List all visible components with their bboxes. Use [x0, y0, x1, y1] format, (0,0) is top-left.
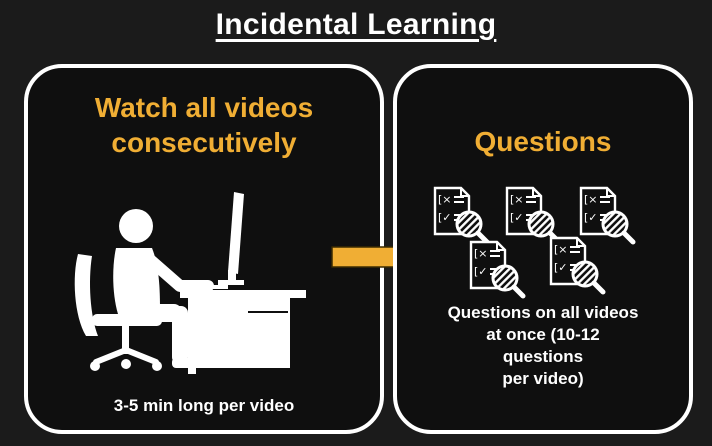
left-panel-caption: 3-5 min long per video [113, 396, 295, 415]
right-panel: Questions [× [✓ Quest [393, 64, 693, 434]
left-heading-line-2: consecutively [111, 127, 297, 158]
right-panel-caption: Questions on all videos at once (10-12 q… [447, 303, 639, 389]
left-panel-heading: Watch all videos consecutively [28, 90, 380, 160]
diagram-title: Incidental Learning [215, 8, 497, 41]
left-panel: Watch all videos consecutively [24, 64, 384, 434]
right-panel-heading: Questions [474, 126, 612, 157]
quiz-document-magnifier-icon [471, 242, 523, 296]
quiz-document-magnifier-icon [507, 188, 559, 242]
quiz-document-magnifier-icon [435, 188, 487, 242]
left-heading-line-1: Watch all videos [94, 92, 314, 123]
quiz-document-icons-group: [× [✓ [433, 186, 663, 296]
quiz-document-magnifier-icon [581, 188, 633, 242]
person-at-computer-desk-icon [74, 192, 306, 374]
quiz-document-magnifier-icon [551, 238, 603, 292]
